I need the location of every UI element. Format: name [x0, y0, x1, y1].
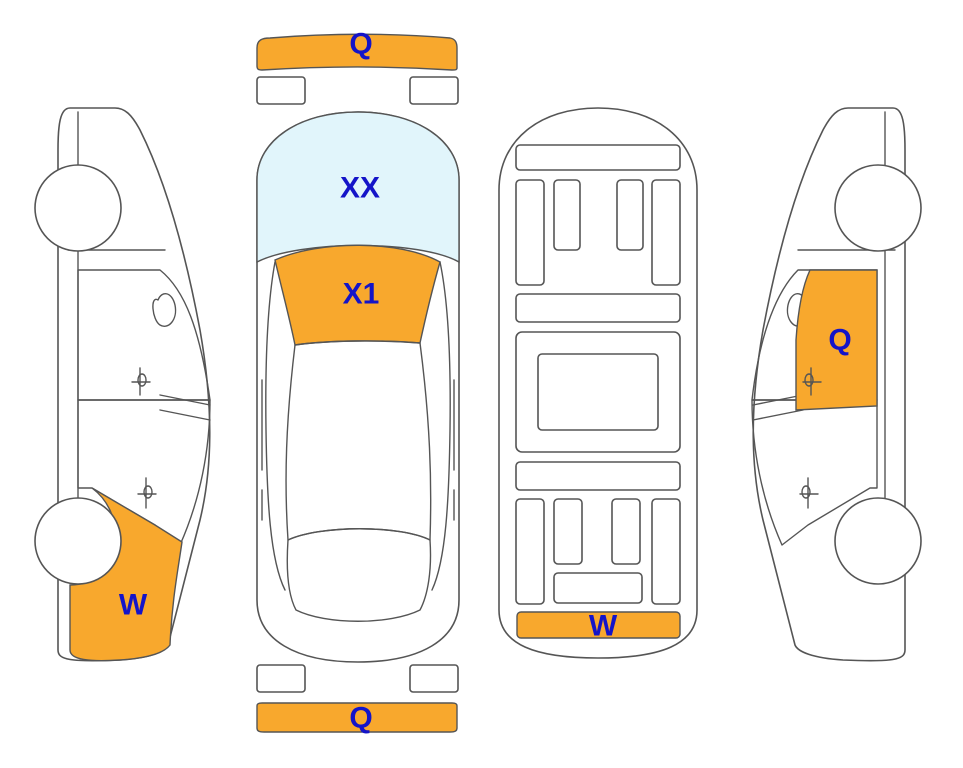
underbody-panel-10 [515, 498, 545, 605]
rear-bumper-label: Q [349, 702, 372, 735]
top-right-pillar [431, 261, 451, 591]
right-side-view: Q [751, 107, 922, 662]
underbody-rear-zone [516, 611, 681, 639]
top-view: Q XX X1 Q [256, 28, 460, 735]
top-left-pillar [265, 261, 286, 591]
right-front-wheel [834, 497, 922, 585]
underbody-panel-13 [651, 498, 681, 605]
underbody-panel-5 [651, 179, 681, 286]
right-front-handle-icon [802, 367, 822, 396]
left-front-handle-icon [131, 367, 151, 396]
right-front-door-label: Q [828, 324, 851, 357]
left-rear-handle-icon [137, 477, 157, 509]
right-window-line [752, 394, 804, 421]
left-rear-door-label: W [119, 589, 148, 622]
underbody-panel-8 [537, 353, 659, 431]
rear-bumper-zone [256, 702, 458, 733]
underbody-panel-2 [515, 179, 545, 286]
left-window-line [159, 394, 211, 421]
front-right-lamp [409, 76, 459, 105]
rear-right-lamp [409, 664, 459, 693]
underbody-panel-9 [515, 461, 681, 491]
underbody-panel-14 [553, 572, 643, 604]
windshield-label: XX [340, 172, 380, 205]
underbody-panel-11 [553, 498, 583, 565]
underbody-panel-4 [616, 179, 644, 251]
left-rear-wheel [34, 497, 122, 585]
underbody-rear-label: W [589, 610, 618, 643]
underbody-view: W [498, 107, 698, 659]
front-bumper-zone [256, 33, 458, 71]
underbody-panel-1 [515, 144, 681, 171]
right-front-door-damage [795, 269, 878, 411]
right-rear-handle-icon [799, 477, 819, 509]
front-left-lamp [256, 76, 306, 105]
top-rear-glass [286, 528, 432, 622]
left-mirror [152, 293, 177, 327]
left-side-view: W [34, 107, 211, 662]
underbody-panel-3 [553, 179, 581, 251]
rear-left-lamp [256, 664, 306, 693]
right-front-door [751, 399, 878, 546]
front-bumper-label: Q [349, 28, 372, 61]
underbody-panel-12 [611, 498, 641, 565]
left-front-wheel [34, 164, 122, 252]
right-rear-wheel [834, 164, 922, 252]
underbody-panel-6 [515, 293, 681, 323]
hood-label: X1 [343, 278, 380, 311]
